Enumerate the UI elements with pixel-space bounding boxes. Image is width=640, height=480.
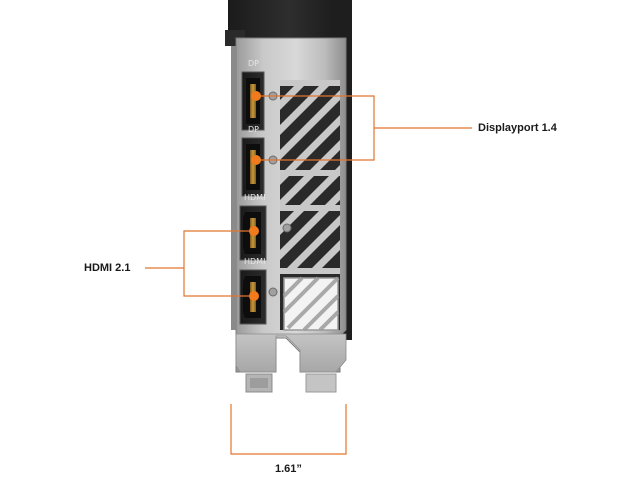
displayport-label: Displayport 1.4 — [478, 122, 557, 134]
bracket-width-label: 1.61” — [275, 463, 302, 475]
marker-dp-2 — [251, 155, 261, 165]
svg-text:DP: DP — [248, 59, 259, 68]
svg-text:HDMI: HDMI — [244, 193, 265, 202]
marker-dp-1 — [251, 91, 261, 101]
svg-text:DP: DP — [248, 125, 259, 134]
vent-grille — [280, 80, 340, 332]
vent-grille-lower — [282, 276, 340, 332]
tab-notch-right — [305, 373, 337, 393]
callout-markers — [249, 91, 261, 301]
displayport-1: DP — [241, 59, 278, 131]
hdmi-callout-line — [183, 230, 254, 297]
callout-lines — [145, 95, 472, 455]
marker-hdmi-1 — [249, 226, 259, 236]
marker-hdmi-2 — [249, 291, 259, 301]
svg-text:HDMI: HDMI — [244, 257, 265, 266]
width-dimension-line — [230, 404, 347, 455]
displayport-2: DP — [241, 125, 278, 197]
hdmi-label: HDMI 2.1 — [84, 262, 131, 274]
